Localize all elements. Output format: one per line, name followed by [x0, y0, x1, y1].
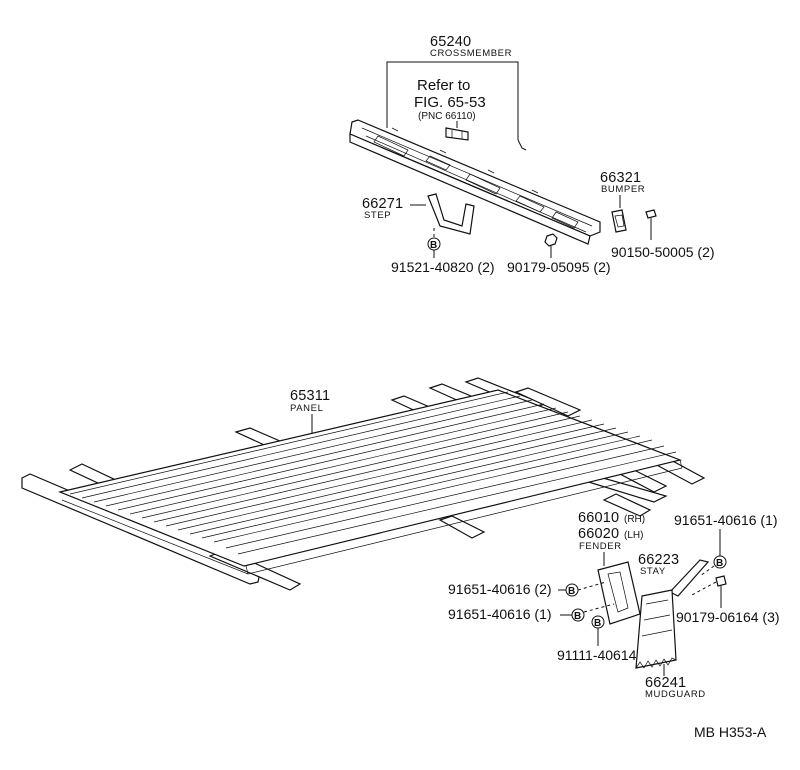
reference-line-2: FIG. 65-53: [414, 94, 486, 111]
fender-rh-side: (RH): [624, 514, 645, 525]
stay-part-name: STAY: [640, 566, 666, 577]
reference-bracket-part: [445, 127, 469, 141]
svg-text:B: B: [716, 558, 723, 569]
svg-text:B: B: [594, 618, 601, 629]
bumper-part: [611, 209, 627, 233]
crossmember-hook: [517, 139, 527, 151]
panel-deck: [58, 389, 683, 575]
panel-callout: 65311 PANEL: [290, 388, 330, 436]
stay-part: [669, 559, 710, 597]
bolt-step-code: 91521-40820 (2): [391, 259, 495, 275]
bolt-stay-code: 91651-40616 (1): [674, 512, 778, 528]
figure-code: MB H353-A: [694, 724, 767, 740]
stay-part-number: 66223: [638, 552, 679, 568]
crossmember-callout: 65240 CROSSMEMBER: [386, 34, 519, 140]
step-part: [427, 193, 475, 235]
panel-part-number: 65311: [290, 388, 330, 404]
screw-bumper: [645, 209, 657, 240]
mudguard-callout: 66241 MUDGUARD: [645, 675, 706, 700]
mudguard-part: [635, 589, 677, 669]
fender-part-name: FENDER: [579, 541, 622, 552]
fender-lh-side: (LH): [624, 530, 643, 541]
bolt-fender-b-code: 91651-40616 (1): [448, 606, 552, 622]
screw-bumper-code: 90150-50005 (2): [611, 244, 715, 260]
svg-text:B: B: [574, 611, 581, 622]
bumper-part-number: 66321: [600, 170, 641, 186]
bolt-marker-label: B: [430, 240, 437, 251]
step-part-name: STEP: [364, 210, 391, 221]
bumper-callout: 66321 BUMPER: [600, 170, 645, 208]
step-callout: 66271 STEP: [362, 196, 426, 221]
fender-part: [597, 561, 641, 625]
fender-callout: 66010 (RH) 66020 (LH) FENDER: [578, 510, 645, 566]
bolt-mudguard-code: 91111-40614 (2): [557, 647, 657, 663]
stay-callout: 66223 STAY: [638, 552, 679, 577]
bolt-stay-marker: B: [713, 555, 727, 569]
mudguard-part-number: 66241: [645, 675, 686, 691]
crossmember-part-number: 65240: [430, 34, 471, 50]
bolt-fender-a-code: 91651-40616 (2): [448, 581, 552, 597]
bolt-mudguard-marker: B: [591, 615, 605, 646]
bolt-step-marker: B: [427, 237, 441, 258]
fender-lh-part-number: 66020: [578, 526, 619, 542]
reference-note: Refer to FIG. 65-53 (PNC 66110): [414, 77, 486, 128]
nut-stay: [715, 575, 727, 608]
nut-stay-code: 90179-06164 (3): [676, 609, 780, 625]
nut-crossmember-code: 90179-05095 (2): [507, 259, 611, 275]
reference-line-3: (PNC 66110): [418, 111, 476, 122]
mudguard-part-name: MUDGUARD: [645, 689, 706, 700]
crossmember-bracket-line: [386, 61, 519, 140]
crossmember-beam: [349, 119, 601, 245]
nut-crossmember: [544, 233, 558, 258]
fender-rh-part-number: 66010: [578, 510, 619, 526]
step-part-number: 66271: [362, 196, 403, 212]
bolt-fender-a-marker: B: [565, 583, 579, 597]
crossmember-part-name: CROSSMEMBER: [430, 48, 512, 59]
svg-text:B: B: [568, 586, 575, 597]
panel-part-name: PANEL: [290, 403, 323, 414]
bolt-fender-b-marker: B: [571, 608, 585, 622]
bumper-part-name: BUMPER: [601, 184, 645, 195]
reference-line-1: Refer to: [417, 77, 470, 94]
